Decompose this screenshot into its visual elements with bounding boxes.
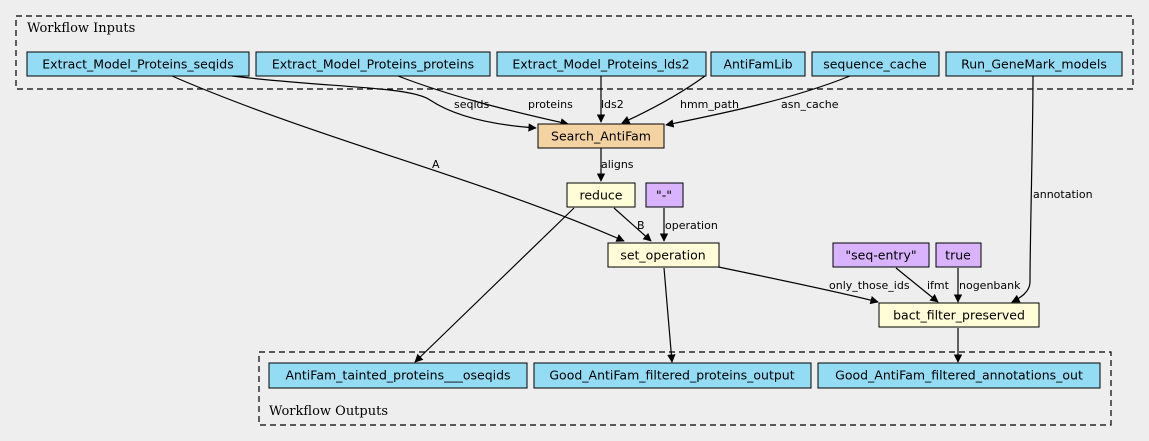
edge-label-asn-cache: asn_cache — [781, 98, 839, 111]
input-genemark-label: Run_GeneMark_models — [961, 57, 1107, 72]
edge-label-B: B — [637, 219, 645, 232]
workflow-inputs-cluster: Workflow Inputs — [15, 15, 1134, 90]
step-set-operation[interactable]: set_operation — [607, 242, 720, 268]
input-sequence-cache[interactable]: sequence_cache — [811, 51, 940, 77]
edge-label-hmm-path: hmm_path — [680, 98, 739, 111]
output-antifam-tainted-proteins[interactable]: AntiFam_tainted_proteins___oseqids — [268, 362, 528, 389]
edge-label-proteins: proteins — [528, 98, 573, 111]
constant-minus-label: "-" — [656, 188, 672, 203]
edge-label-aligns: aligns — [601, 158, 634, 171]
edge-label-A: A — [432, 158, 440, 171]
edge-labels: seqids proteins lds2 hmm_path asn_cache … — [432, 98, 1093, 292]
edge-proteins-to-search — [397, 75, 569, 127]
input-antifamlib[interactable]: AntiFamLib — [710, 51, 806, 77]
edge-label-lds2: lds2 — [601, 98, 624, 111]
edge-setop-to-goodproteins — [663, 267, 676, 363]
step-bact-filter-label: bact_filter_preserved — [893, 308, 1025, 323]
edge-label-seqids: seqids — [454, 98, 490, 111]
input-proteins-label: Extract_Model_Proteins_proteins — [272, 57, 474, 72]
constant-true[interactable]: true — [935, 242, 982, 268]
workflow-outputs-title: Workflow Outputs — [269, 404, 388, 419]
edges — [171, 75, 1034, 363]
edge-seqids-to-setop — [171, 75, 625, 242]
input-sequence-cache-label: sequence_cache — [823, 57, 927, 72]
step-search-antifam[interactable]: Search_AntiFam — [537, 123, 665, 149]
edge-antifamlib-to-search — [621, 75, 706, 124]
edge-label-annotation: annotation — [1033, 188, 1093, 201]
step-reduce-label: reduce — [580, 188, 623, 203]
output-good-annotations-label: Good_AntiFam_filtered_annotations_out — [835, 368, 1083, 383]
constant-seq-entry-label: "seq-entry" — [845, 248, 916, 263]
edge-label-only-those-ids: only_those_ids — [829, 279, 910, 292]
input-seqids-label: Extract_Model_Proteins_seqids — [42, 57, 233, 72]
step-search-antifam-label: Search_AntiFam — [551, 129, 651, 144]
step-set-operation-label: set_operation — [620, 248, 705, 263]
constant-minus[interactable]: "-" — [645, 182, 684, 208]
output-good-antifam-filtered-annotations[interactable]: Good_AntiFam_filtered_annotations_out — [817, 362, 1101, 389]
edge-label-nogenbank: nogenbank — [959, 279, 1021, 292]
output-tainted-label: AntiFam_tainted_proteins___oseqids — [285, 368, 510, 383]
edge-label-operation: operation — [665, 219, 718, 232]
step-reduce[interactable]: reduce — [566, 182, 636, 208]
edge-seqcache-to-search — [665, 75, 851, 128]
input-lds2-label: Extract_Model_Proteins_lds2 — [512, 57, 689, 72]
edge-genemark-to-bactfilter — [1011, 75, 1034, 303]
input-antifamlib-label: AntiFamLib — [723, 57, 792, 72]
edge-label-ifmt: ifmt — [927, 279, 950, 292]
edge-seqids-to-search — [231, 75, 537, 132]
input-extract-model-proteins-seqids[interactable]: Extract_Model_Proteins_seqids — [26, 51, 250, 77]
output-good-proteins-label: Good_AntiFam_filtered_proteins_output — [549, 368, 794, 383]
workflow-inputs-title: Workflow Inputs — [27, 21, 135, 36]
input-run-genemark-models[interactable]: Run_GeneMark_models — [945, 51, 1123, 77]
edge-seqentry-to-bactfilter — [895, 267, 939, 303]
input-extract-model-proteins-proteins[interactable]: Extract_Model_Proteins_proteins — [255, 51, 491, 77]
constant-true-label: true — [945, 248, 971, 263]
constant-seq-entry[interactable]: "seq-entry" — [832, 242, 930, 268]
edge-reduce-to-setop — [613, 207, 652, 242]
step-bact-filter-preserved[interactable]: bact_filter_preserved — [878, 302, 1040, 328]
edge-setop-to-bactfilter — [713, 265, 879, 305]
edge-reduce-to-tainted — [414, 207, 575, 363]
workflow-outputs-cluster: Workflow Outputs — [258, 351, 1112, 426]
output-good-antifam-filtered-proteins[interactable]: Good_AntiFam_filtered_proteins_output — [533, 362, 812, 389]
input-extract-model-proteins-lds2[interactable]: Extract_Model_Proteins_lds2 — [496, 51, 707, 77]
